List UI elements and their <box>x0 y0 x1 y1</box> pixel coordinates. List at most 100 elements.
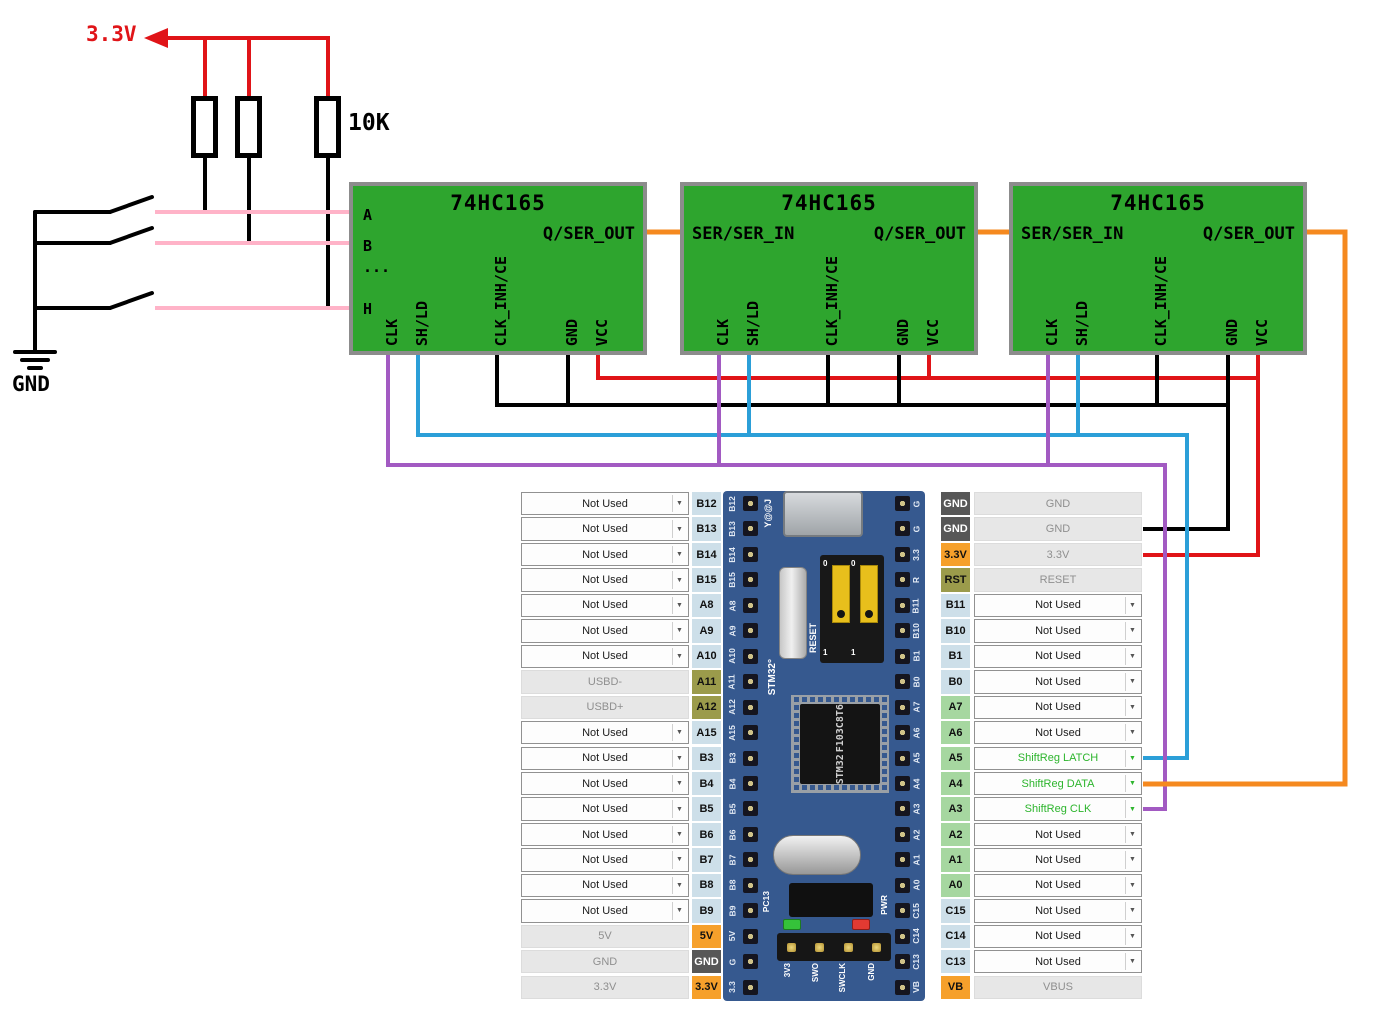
pin-function-dropdown-b0-right[interactable]: Not Used▼ <box>974 670 1142 694</box>
switch-gnd-wires <box>13 156 330 370</box>
pin-function-dropdown-a1-right[interactable]: Not Used▼ <box>974 848 1142 872</box>
pin-function-dropdown-a5-right[interactable]: ShiftReg LATCH▼ <box>974 746 1142 770</box>
pin-function-text: Not Used <box>582 726 628 739</box>
pin-function-dropdown-b15-left[interactable]: Not Used▼ <box>521 568 689 592</box>
pin-function-dropdown-b5-left[interactable]: Not Used▼ <box>521 797 689 821</box>
pin-function-dropdown-b3-left[interactable]: Not Used▼ <box>521 746 689 770</box>
reset-button[interactable] <box>779 567 807 659</box>
pin-function-text: Not Used <box>1035 930 1081 943</box>
pin-function-text: Not Used <box>582 650 628 663</box>
pin-function-dropdown-a10-left[interactable]: Not Used ▼ <box>521 644 689 669</box>
pin-function-dropdown-b1-right[interactable]: Not Used▼ <box>974 644 1142 669</box>
pin-function-dropdown-b6-left[interactable]: Not Used▼ <box>521 822 689 847</box>
power-led <box>852 919 870 930</box>
pin-name-a8: A8 <box>692 593 721 618</box>
dropdown-arrow-icon: ▼ <box>1125 876 1139 895</box>
pin-name-b1: B1 <box>941 644 970 669</box>
pin-function-dropdown-b14-left[interactable]: Not Used▼ <box>521 542 689 567</box>
pin-hole <box>895 546 910 562</box>
pin-function-dropdown-c15-right[interactable]: Not Used▼ <box>974 899 1142 923</box>
pin-function-label-a11-left: USBD- <box>521 670 689 694</box>
dropdown-arrow-icon: ▼ <box>1125 749 1139 767</box>
pin-name-b3: B3 <box>692 746 721 770</box>
pin-function-label-rst-right: RESET <box>974 568 1142 592</box>
pin-hole <box>895 623 910 639</box>
pin-function-text: Not Used <box>1035 599 1081 612</box>
ic1-pin-ellipsis: ... <box>363 258 391 276</box>
pin-function-dropdown-a4-right[interactable]: ShiftReg DATA▼ <box>974 771 1142 796</box>
pin-name-b12: B12 <box>692 492 721 516</box>
pin-function-dropdown-a3-right[interactable]: ShiftReg CLK▼ <box>974 797 1142 821</box>
boot0-jumper[interactable] <box>832 565 850 623</box>
pin-function-dropdown-a8-left[interactable]: Not Used▼ <box>521 593 689 618</box>
pin-function-dropdown-c14-right[interactable]: Not Used▼ <box>974 924 1142 949</box>
resistor-value-label: 10K <box>348 110 390 136</box>
pin-hole <box>743 877 758 893</box>
pin-name-a10: A10 <box>692 644 721 669</box>
pin-name-b8: B8 <box>692 873 721 898</box>
pin-function-dropdown-a6-right[interactable]: Not Used▼ <box>974 721 1142 745</box>
pin-name-b0: B0 <box>941 670 970 694</box>
usb-connector <box>783 491 863 537</box>
pin-function-text: Not Used <box>582 574 628 587</box>
pin-hole <box>743 597 758 613</box>
dropdown-arrow-icon: ▼ <box>672 647 686 666</box>
pin-function-dropdown-b11-right[interactable]: Not Used▼ <box>974 593 1142 618</box>
pin-function-text: ShiftReg CLK <box>1024 803 1092 816</box>
shift-register-ic-2: 74HC165 SER/SER_IN Q/SER_OUT CLK SH/LD C… <box>680 182 978 355</box>
pin-hole <box>743 928 758 944</box>
pin-function-dropdown-a7-right[interactable]: Not Used▼ <box>974 695 1142 719</box>
swd-label-gnd: GND <box>867 963 876 981</box>
dropdown-arrow-icon: ▼ <box>672 495 686 513</box>
ic3-pin-shld: SH/LD <box>1073 300 1091 346</box>
pin-function-label-3.3v-left: 3.3V <box>521 975 689 999</box>
pin-function-dropdown-a0-right[interactable]: Not Used▼ <box>974 873 1142 898</box>
pin-name-a1: A1 <box>941 848 970 872</box>
pin-hole <box>895 725 910 741</box>
pin-function-text: RESET <box>1039 574 1077 587</box>
pink-input-wires <box>155 210 352 310</box>
pin-hole <box>895 699 910 715</box>
pin-function-dropdown-b4-left[interactable]: Not Used▼ <box>521 771 689 796</box>
pin-function-dropdown-b12-left[interactable]: Not Used▼ <box>521 492 689 516</box>
pin-function-dropdown-b7-left[interactable]: Not Used▼ <box>521 848 689 872</box>
pin-function-dropdown-a9-left[interactable]: Not Used▼ <box>521 619 689 643</box>
pin-function-text: Not Used <box>582 548 628 561</box>
pin-function-dropdown-c13-right[interactable]: Not Used▼ <box>974 950 1142 974</box>
ic2-pin-shld: SH/LD <box>744 300 762 346</box>
pin-function-dropdown-b13-left[interactable]: Not Used▼ <box>521 517 689 541</box>
dropdown-arrow-icon: ▼ <box>1125 774 1139 793</box>
boot1-jumper[interactable] <box>860 565 878 623</box>
pin-hole <box>895 801 910 817</box>
pullup-resistor-3 <box>314 96 341 158</box>
pin-function-dropdown-a2-right[interactable]: Not Used▼ <box>974 822 1142 847</box>
pin-function-text: Not Used <box>582 599 628 612</box>
pin-function-dropdown-b8-left[interactable]: Not Used▼ <box>521 873 689 898</box>
pin-function-dropdown-b9-left[interactable]: Not Used▼ <box>521 899 689 923</box>
pin-name-gnd: GND <box>941 517 970 541</box>
pin-function-dropdown-a15-left[interactable]: Not Used ▼ <box>521 721 689 745</box>
dropdown-arrow-icon: ▼ <box>672 724 686 742</box>
pin-function-text: USBD- <box>587 675 623 688</box>
pin-hole <box>895 648 910 664</box>
pin-function-text: Not Used <box>1035 955 1081 968</box>
pin-hole <box>895 877 910 893</box>
pin-hole <box>743 954 758 970</box>
pin-name-a4: A4 <box>941 771 970 796</box>
ic1-pin-a: A <box>363 206 373 224</box>
pin-function-text: 3.3V <box>1046 548 1070 561</box>
ic1-pin-gnd: GND <box>563 318 581 346</box>
pin-hole <box>743 852 758 868</box>
pin-hole <box>743 979 758 995</box>
pin-hole <box>743 496 758 511</box>
ic1-pin-b: B <box>363 237 373 255</box>
dropdown-arrow-icon: ▼ <box>1125 851 1139 869</box>
dropdown-arrow-icon: ▼ <box>672 825 686 844</box>
pin-function-dropdown-b10-right[interactable]: Not Used▼ <box>974 619 1142 643</box>
pin-function-text: Not Used <box>1035 650 1081 663</box>
pin-name-a15: A15 <box>692 721 721 745</box>
shift-register-ic-3: 74HC165 SER/SER_IN Q/SER_OUT CLK SH/LD C… <box>1009 182 1307 355</box>
pin-hole <box>743 623 758 639</box>
